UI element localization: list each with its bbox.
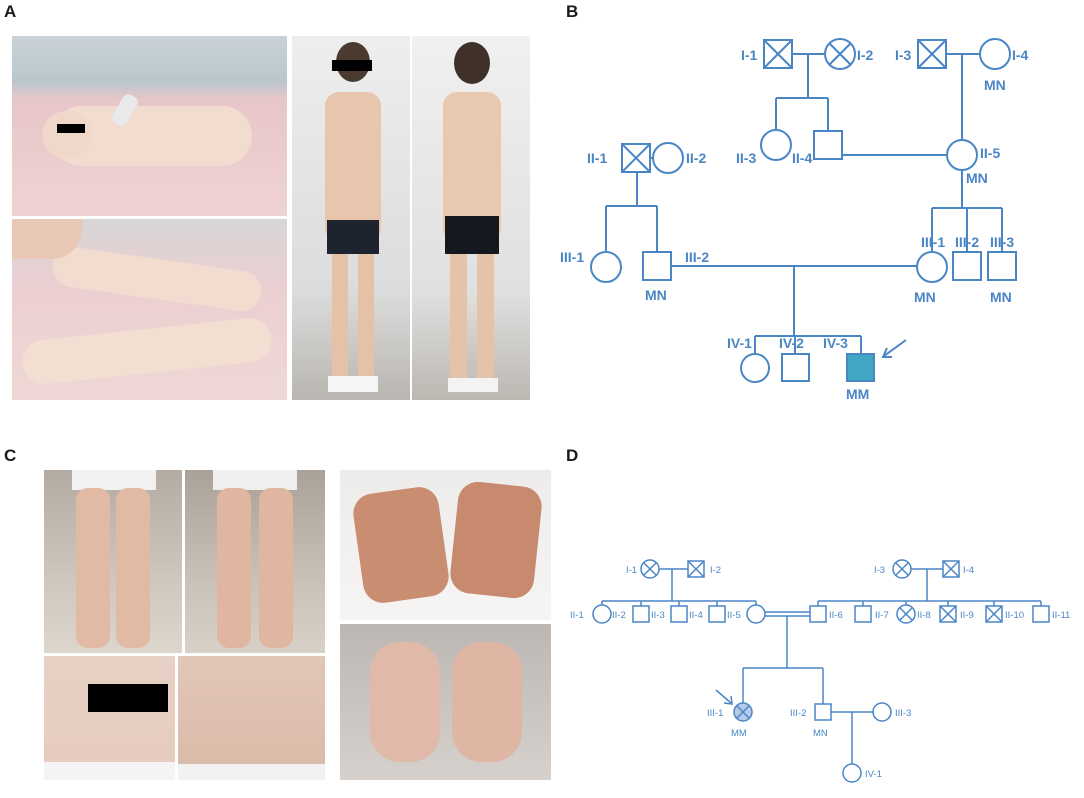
panel-label-b: B	[566, 2, 579, 21]
pedb-label-iii3b: III-3	[990, 234, 1014, 250]
pedd-label-ii7: II-7	[875, 610, 889, 621]
photo-infant-lying	[12, 36, 287, 216]
pedd-label-iii1: III-1	[707, 708, 723, 719]
pedb-label-i1: I-1	[741, 47, 758, 63]
pedb-label-ii5: II-5	[980, 145, 1000, 161]
photo-boy-back	[412, 36, 530, 400]
pedb-iii1b-female	[916, 251, 948, 283]
pedd-label-i3: I-3	[874, 565, 885, 576]
pedb-label-i2: I-2	[857, 47, 874, 63]
pedd-label-i4: I-4	[963, 565, 974, 576]
pedb-genotype-ii5: MN	[966, 170, 988, 186]
pedb-iv2-male	[781, 353, 810, 382]
pedd-ii5-female	[746, 604, 766, 624]
pedd-ii8-female-deceased	[896, 604, 916, 624]
photo-boy-front	[292, 36, 410, 400]
pedd-ii9-male-deceased	[939, 605, 957, 623]
pedb-label-ii1: II-1	[587, 150, 607, 166]
pedd-label-ii9: II-9	[960, 610, 974, 621]
pedd-ii2-male	[632, 605, 650, 623]
pedb-label-i4: I-4	[1012, 47, 1029, 63]
pedb-label-ii3: II-3	[736, 150, 756, 166]
pedb-ii3-female	[760, 129, 792, 161]
panel-label-a: A	[4, 2, 17, 21]
panel-label-d: D	[566, 446, 579, 465]
pedd-label-i2: I-2	[710, 565, 721, 576]
pedb-iv3-proband	[846, 353, 875, 382]
pedb-genotype-iv3: MM	[846, 386, 869, 402]
pedd-label-ii2: II-2	[612, 610, 626, 621]
pedb-label-iv2: IV-2	[779, 335, 804, 351]
pedd-label-ii8: II-8	[917, 610, 931, 621]
pedd-ii10-male-deceased	[985, 605, 1003, 623]
pedb-iii1-female	[590, 251, 622, 283]
pedb-label-iii1b: III-1	[921, 234, 945, 250]
pedd-ii1-female	[592, 604, 612, 624]
pedd-ii3-male	[670, 605, 688, 623]
pedd-genotype-iii1: MM	[731, 728, 747, 739]
pedb-label-iii2b: III-2	[955, 234, 979, 250]
pedb-label-iv1: IV-1	[727, 335, 752, 351]
pedb-iv1-female	[740, 353, 770, 383]
pedd-ii6-male	[809, 605, 827, 623]
pedb-genotype-iii3b: MN	[990, 289, 1012, 305]
pedb-label-iii1: III-1	[560, 249, 584, 265]
pedb-ii4-male	[813, 130, 843, 160]
pedd-label-ii1: II-1	[570, 610, 584, 621]
pedd-label-i1: I-1	[626, 565, 637, 576]
pedd-iii2-male	[814, 703, 832, 721]
pedb-iii3b-male	[987, 251, 1017, 281]
pedd-label-ii5: II-5	[727, 610, 741, 621]
pedb-genotype-i4: MN	[984, 77, 1006, 93]
photo-infant-legs	[12, 219, 287, 400]
photo-adult-torso-front	[44, 656, 175, 780]
pedd-ii4-male	[708, 605, 726, 623]
pedd-label-iii3: III-3	[895, 708, 911, 719]
pedb-genotype-iii2: MN	[645, 287, 667, 303]
pedb-label-i3: I-3	[895, 47, 912, 63]
photo-adult-torso-back	[178, 656, 325, 780]
pedd-ii7-male	[854, 605, 872, 623]
pedd-label-ii4: II-4	[689, 610, 703, 621]
photo-adult-feet	[340, 624, 551, 780]
pedd-genotype-iii2: MN	[813, 728, 828, 739]
pedd-iv1-female	[842, 763, 862, 783]
photo-adult-legs-back	[44, 470, 182, 653]
pedb-label-ii4: II-4	[792, 150, 812, 166]
pedd-ii11-male	[1032, 605, 1050, 623]
pedb-label-ii2: II-2	[686, 150, 706, 166]
pedigree-b: I-1 I-2 I-3 I-4 MN II-1 II-2 II-3 II-4 I…	[560, 38, 1029, 402]
panel-label-c: C	[4, 446, 17, 465]
photo-adult-hands	[340, 470, 551, 620]
pedb-label-iii2: III-2	[685, 249, 709, 265]
pedd-label-iii2: III-2	[790, 708, 806, 719]
pedd-label-ii3: II-3	[651, 610, 665, 621]
pedd-label-iv1: IV-1	[865, 769, 882, 780]
photo-adult-legs-front	[185, 470, 325, 653]
pedd-label-ii6: II-6	[829, 610, 843, 621]
pedd-iii3-female	[872, 702, 892, 722]
pedd-label-ii11: II-11	[1052, 610, 1070, 621]
pedb-label-iv3: IV-3	[823, 335, 848, 351]
pedb-genotype-iii1b: MN	[914, 289, 936, 305]
pedb-iii2b-male	[952, 251, 982, 281]
pedd-label-ii10: II-10	[1005, 610, 1024, 621]
